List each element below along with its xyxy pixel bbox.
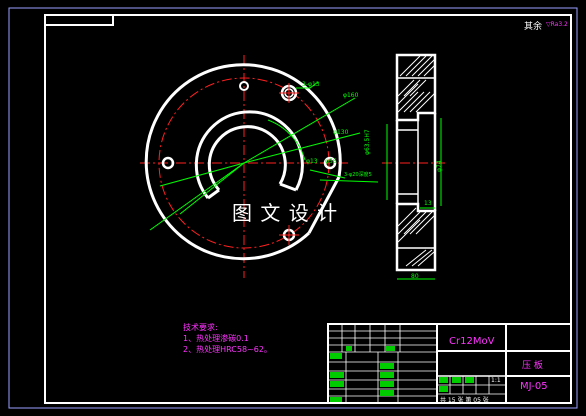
tech-requirements: 技术要求: 1、热处理渗碳0.1 2、热处理HRC58~62。 [183, 322, 272, 355]
pitch-circle [158, 77, 330, 249]
sheet-info: 共 15 张 第 05 张 [440, 397, 489, 404]
part-name: 压 板 [522, 361, 543, 371]
dim-pcd-large: φ160 [343, 92, 359, 99]
side-view [382, 53, 445, 280]
side-width: 80 [411, 273, 419, 280]
corner-note: 其余 [524, 22, 543, 32]
slot-end-left [207, 188, 220, 200]
disc-flat [307, 176, 341, 234]
dim-holes: 3-φ13 [302, 81, 320, 88]
side-dimensions [386, 118, 442, 280]
code-box [45, 15, 114, 26]
bolt-hole-right [323, 156, 337, 170]
bolt-hole-left [161, 156, 175, 170]
dimension-leaders [149, 81, 379, 231]
dim-depth-note: 3-φ20深度5 [344, 172, 372, 178]
dim-center-hole: φ56 [325, 158, 337, 165]
watermark: 图 文 设 计 [232, 201, 339, 225]
tech-requirement-2: 2、热处理HRC58~62。 [183, 345, 272, 354]
side-dim-2: φ74 [436, 160, 443, 172]
material: Cr12MoV [449, 336, 495, 347]
drawing-border [44, 14, 572, 404]
drawing-number: MJ-05 [520, 381, 548, 392]
disc-outline [144, 63, 342, 261]
roughness-symbol: ▽Ra3.2 [546, 21, 568, 28]
side-dim-1: φ63.5H7 [364, 129, 371, 155]
section-hatch [397, 55, 436, 267]
tech-requirements-title: 技术要求: [183, 323, 218, 332]
side-dim-3: 13 [424, 200, 432, 207]
hole-center-marks [279, 83, 299, 245]
dim-hole-small: φ13 [306, 158, 318, 165]
small-hole-top [239, 81, 249, 91]
dim-pcd-small: φ130 [333, 129, 349, 136]
slot-inner-arc [207, 125, 287, 191]
title-block [327, 323, 572, 404]
slot-end-right [279, 182, 297, 192]
tech-requirement-1: 1、热处理渗碳0.1 [183, 334, 249, 343]
scale: 1:1 [491, 377, 501, 384]
slot-outer-arc [194, 110, 304, 199]
sheet-frame [8, 7, 578, 409]
front-view [140, 55, 379, 278]
